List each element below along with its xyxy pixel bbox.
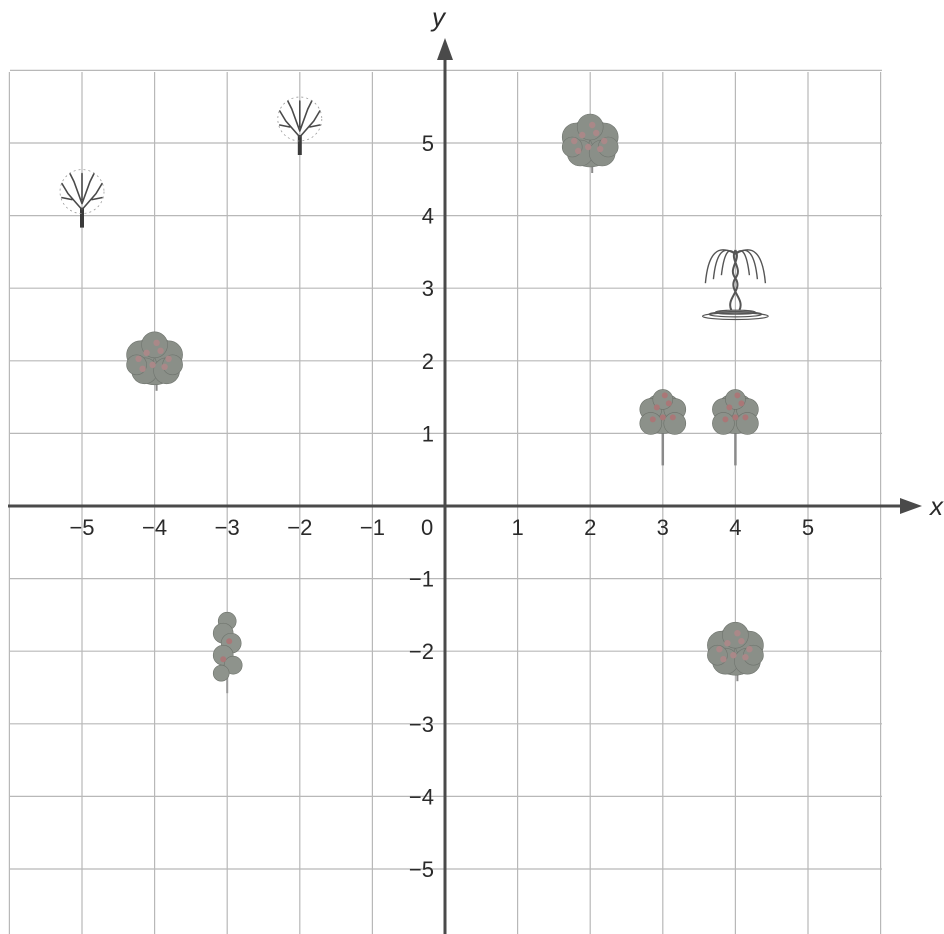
origin-label: 0	[421, 515, 433, 540]
y-tick-label: 3	[422, 276, 434, 301]
x-tick-label: −3	[215, 515, 240, 540]
y-tick-label: 2	[422, 349, 434, 374]
y-tick-label: 1	[422, 421, 434, 446]
axes: x y 0	[8, 2, 944, 934]
slender-shrub-icon	[213, 612, 242, 693]
leafy-bush-icon	[127, 332, 183, 391]
y-axis-arrow	[437, 38, 453, 60]
y-tick-label: 4	[422, 204, 434, 229]
y-tick-label: −3	[409, 712, 434, 737]
y-tick-label: −5	[409, 857, 434, 882]
plotted-objects	[60, 97, 768, 693]
bare-tree-icon	[60, 170, 104, 228]
x-tick-label: −5	[69, 515, 94, 540]
bare-tree-icon	[278, 97, 322, 155]
x-tick-label: 4	[729, 515, 741, 540]
leafy-bush-icon	[707, 622, 763, 681]
x-tick-label: 2	[584, 515, 596, 540]
y-tick-label: 5	[422, 131, 434, 156]
y-tick-label: −1	[409, 567, 434, 592]
x-tick-label: −4	[142, 515, 167, 540]
flowering-tree-icon	[640, 389, 686, 465]
x-axis-arrow	[900, 498, 922, 514]
y-axis-label: y	[430, 2, 447, 32]
x-tick-label: 1	[511, 515, 523, 540]
y-tick-label: −2	[409, 639, 434, 664]
x-tick-label: 5	[802, 515, 814, 540]
y-tick-label: −4	[409, 784, 434, 809]
flowering-tree-icon	[712, 389, 758, 465]
x-axis-label: x	[928, 491, 944, 521]
x-tick-label: 3	[657, 515, 669, 540]
x-tick-label: −2	[287, 515, 312, 540]
x-tick-label: −1	[360, 515, 385, 540]
leafy-bush-icon	[562, 114, 618, 173]
